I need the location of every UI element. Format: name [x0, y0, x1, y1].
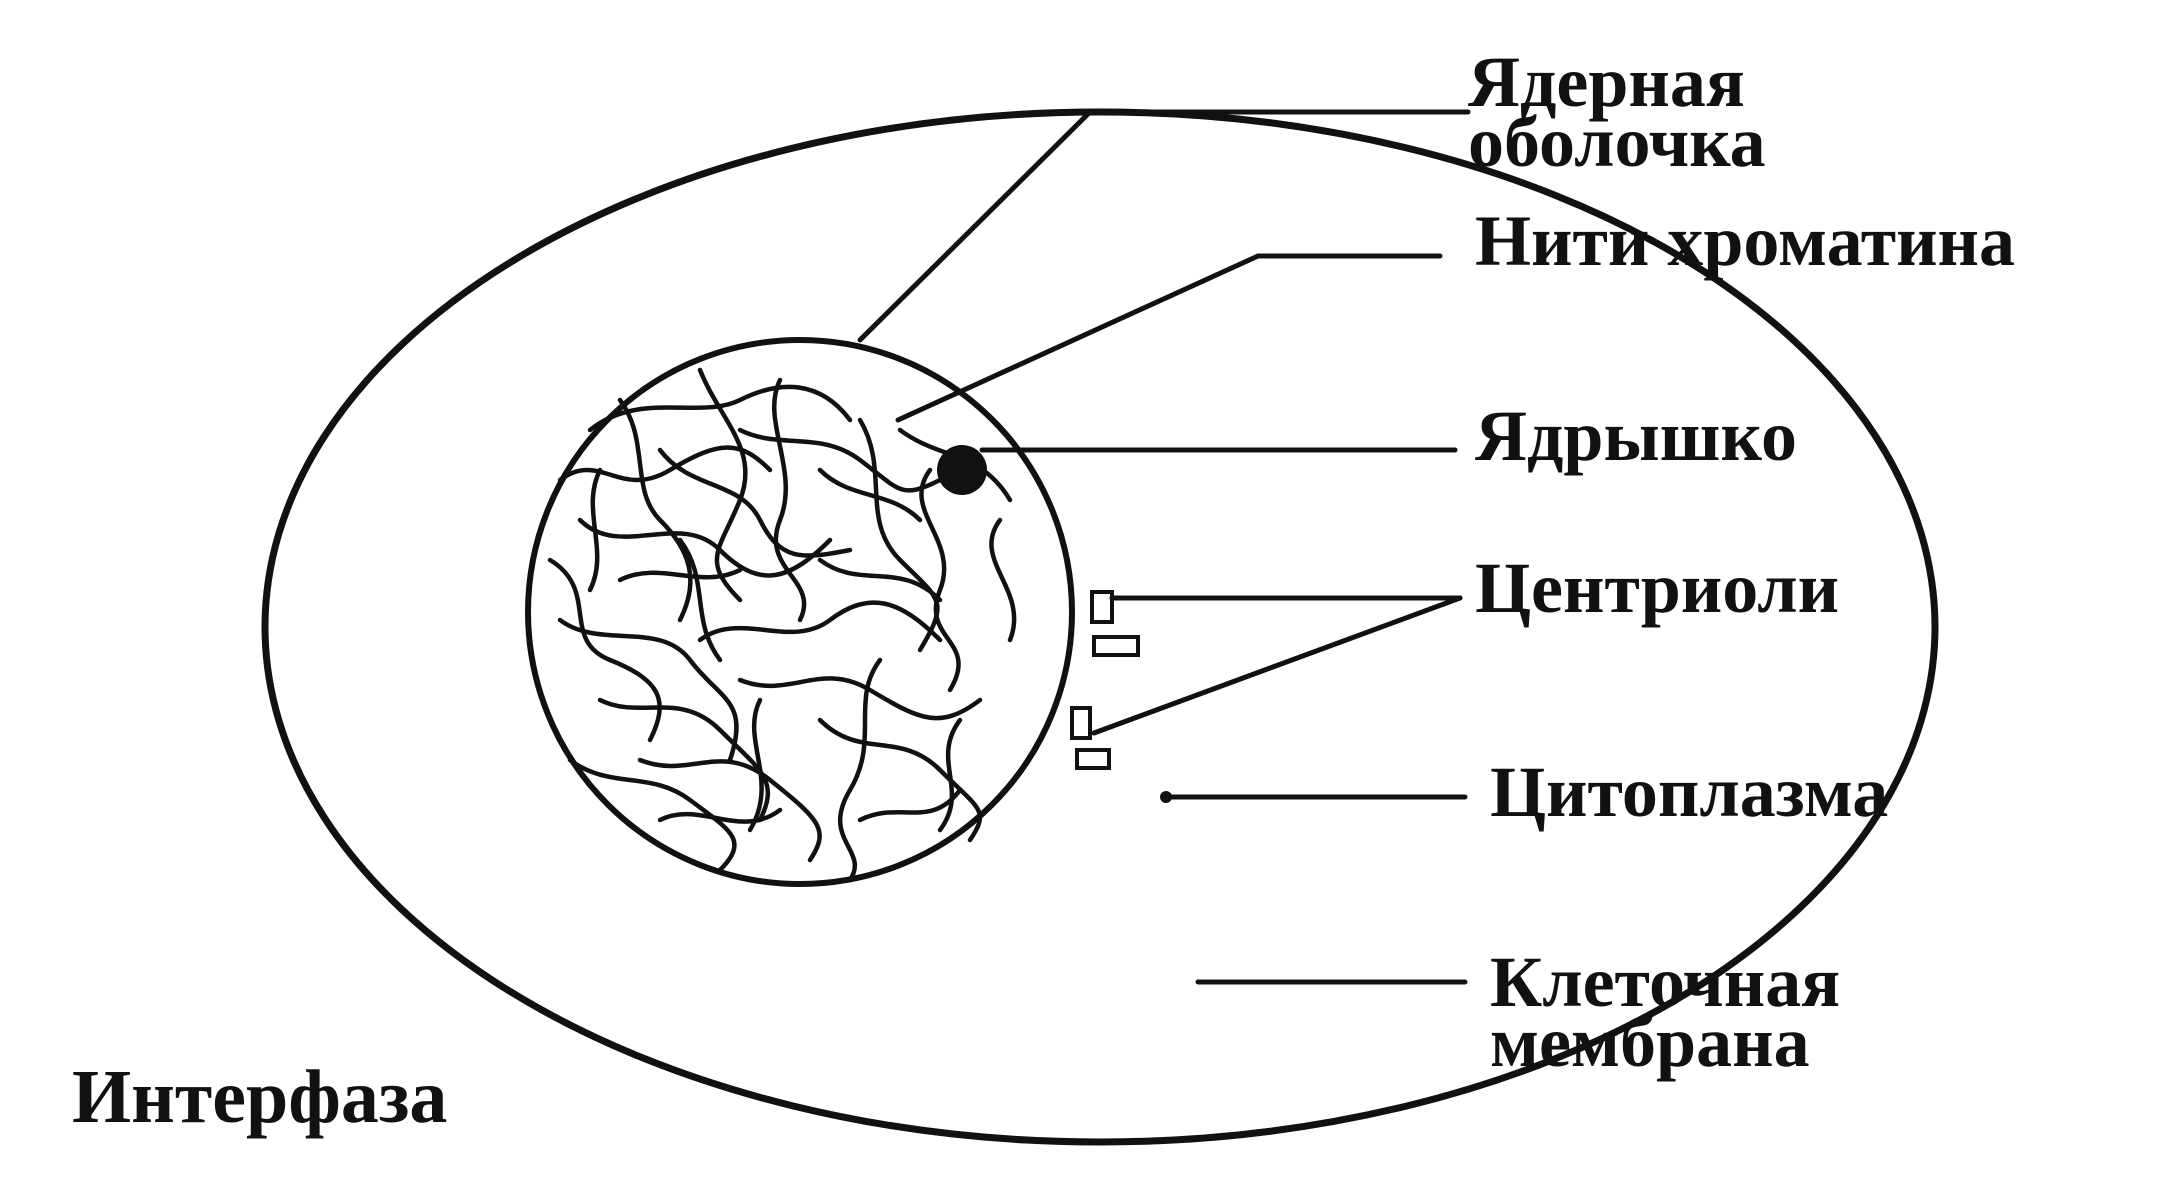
centriole [1070, 706, 1092, 740]
label-nuclear-envelope: Ядерная оболочка [1468, 42, 1766, 182]
centrioles [1070, 590, 1140, 770]
label-chromatin: Нити хроматина [1475, 201, 2015, 281]
leader-centrioles-lower [1091, 595, 1463, 736]
centriole [1090, 590, 1114, 624]
nucleolus [937, 445, 987, 495]
label-centrioles: Центриоли [1475, 548, 1839, 628]
label-cell-membrane-line2: мембрана [1490, 1002, 1810, 1082]
leader-chromatin [895, 253, 1443, 423]
centriole [1075, 748, 1111, 770]
centriole [1092, 635, 1140, 657]
diagram-caption: Интерфаза [72, 1055, 447, 1139]
leader-nuclear-envelope [857, 109, 1471, 343]
label-nuclear-envelope-line2: оболочка [1468, 102, 1766, 182]
label-nucleolus: Ядрышко [1475, 396, 1797, 476]
label-cell-membrane-line1: Клеточная [1490, 942, 1840, 1022]
label-nuclear-envelope-line1: Ядерная [1468, 42, 1745, 122]
nucleus-envelope [525, 337, 1075, 887]
label-cytoplasm: Цитоплазма [1490, 752, 1888, 832]
chromatin-threads [547, 367, 1017, 883]
label-cell-membrane: Клеточная мембрана [1490, 942, 1858, 1082]
